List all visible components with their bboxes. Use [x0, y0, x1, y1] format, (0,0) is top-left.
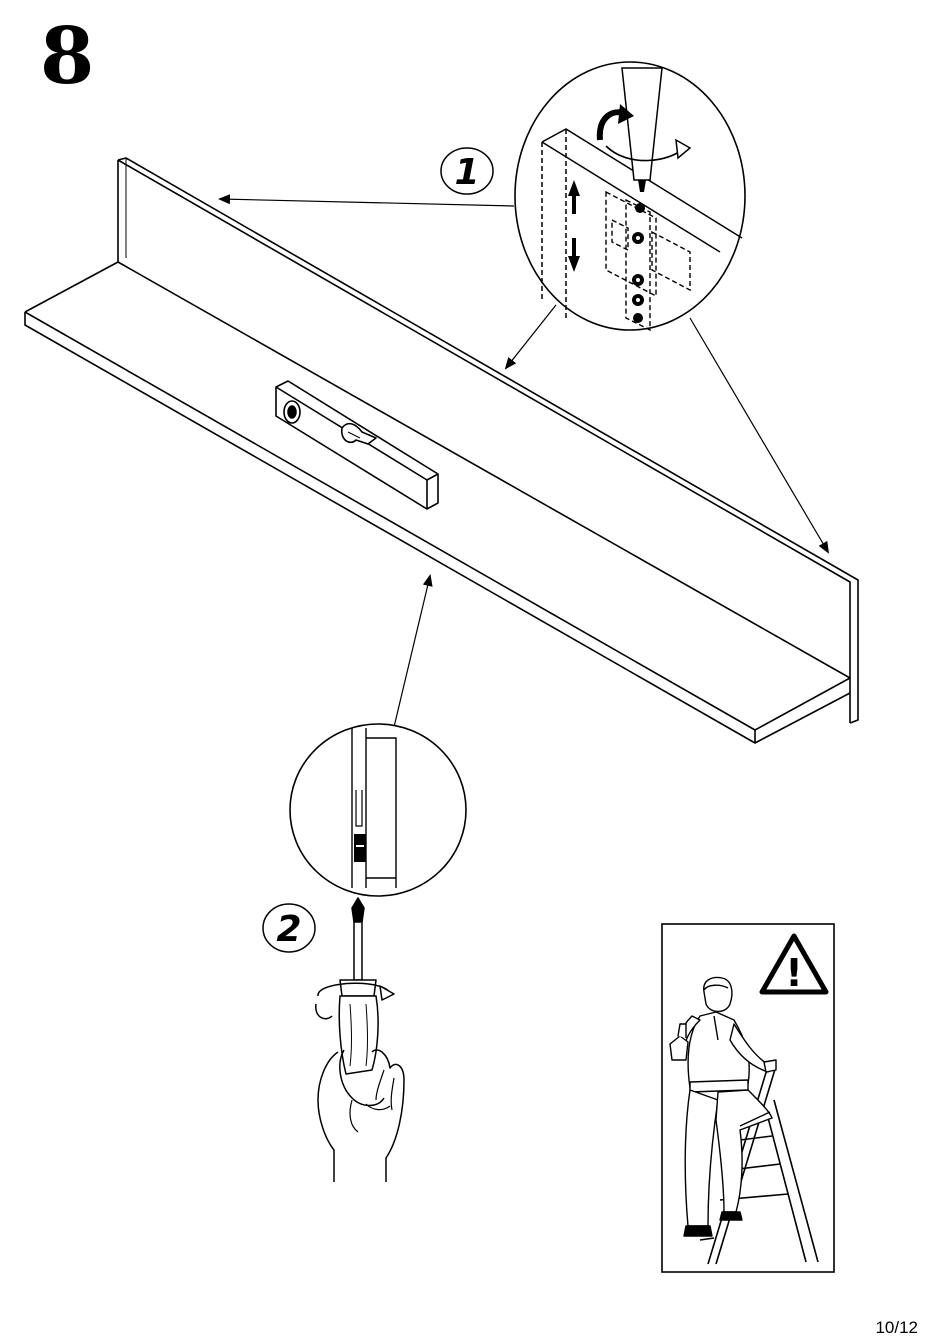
callout-2-label: 2 [276, 909, 301, 950]
detail-circle-1 [515, 62, 745, 330]
screwdriver-hand [316, 898, 404, 1182]
detail-circle-2 [290, 724, 466, 896]
page-counter: 10/12 [875, 1318, 918, 1338]
callout-1-label: 1 [454, 152, 479, 193]
callout-2: 2 [263, 904, 315, 952]
warning-symbol: ! [785, 951, 802, 995]
pointer-lines [220, 199, 828, 727]
callout-1: 1 [441, 148, 493, 194]
safety-warning-box: ! [662, 924, 834, 1272]
spirit-level [276, 381, 438, 509]
